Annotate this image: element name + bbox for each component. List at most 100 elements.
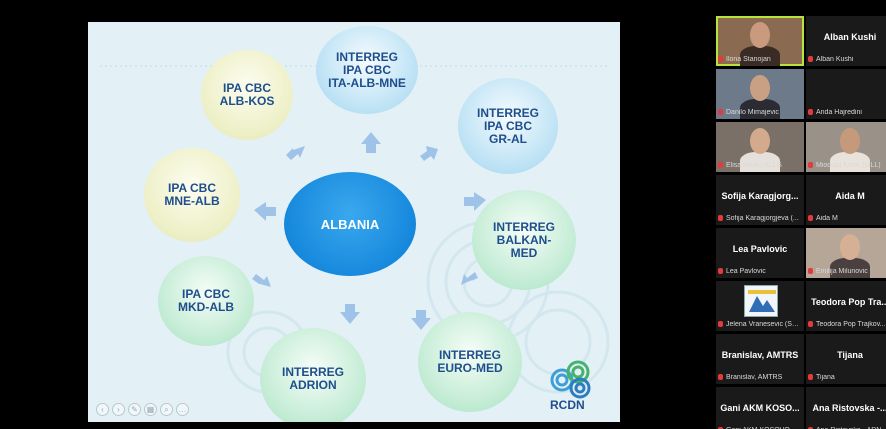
node-line: MKD-ALB (178, 300, 234, 314)
node-ipa-mne-alb: IPA CBC MNE-ALB (144, 148, 240, 242)
participant-face (840, 234, 860, 260)
mic-muted-icon (808, 162, 813, 168)
participant-name: Ana Ristovska -... (812, 403, 886, 413)
participant-name: Sofija Karagjorg... (721, 191, 799, 201)
participant-footer-name: Teodora Pop Trajkov... (816, 321, 886, 328)
arrow-downleft-icon (252, 274, 271, 287)
participant-footer-name: Miodrag Kocic (MLL) (816, 162, 881, 169)
node-line: ALB-KOS (219, 94, 275, 108)
node-line: IPA CBC (182, 287, 230, 301)
rcdn-logo-icon (550, 360, 591, 399)
node-interreg-adrion: INTERREG ADRION (260, 328, 366, 422)
node-ipa-mkd-alb: IPA CBC MKD-ALB (158, 256, 254, 346)
participant-footer: Elisa Nikaj | ALLG (718, 162, 802, 169)
mic-muted-icon (808, 268, 813, 274)
participant-tile[interactable]: Sofija Karagjorg... Sofija Karagjorgjeva … (716, 175, 804, 225)
participant-body (740, 152, 780, 172)
participant-footer: Anda Hajredini (808, 109, 886, 116)
participant-footer: Branislav, AMTRS (718, 374, 802, 381)
arrow-downright-icon (461, 272, 478, 285)
arrow-right-icon (464, 192, 486, 211)
node-line: GR-AL (489, 131, 527, 146)
participant-tile[interactable]: Danilo Mimajevic (716, 69, 804, 119)
participant-tile[interactable]: Teodora Pop Tra... Teodora Pop Trajkov... (806, 281, 886, 331)
participant-tile[interactable]: Emilija Milunovic (806, 228, 886, 278)
node-line: ALBANIA (320, 216, 380, 232)
participant-tile[interactable]: Elisa Nikaj | ALLG (716, 122, 804, 172)
prev-slide-icon[interactable]: ‹ (96, 403, 109, 416)
participant-footer-name: Sofija Karagjorgjeva (... (726, 215, 799, 222)
node-line: INTERREG (335, 49, 398, 64)
participant-footer: Danilo Mimajevic (718, 109, 802, 116)
participant-face (840, 128, 860, 154)
more-icon[interactable]: … (176, 403, 189, 416)
participant-footer: Alban Kushi (808, 56, 886, 63)
node-line: INTERREG (438, 348, 501, 362)
participant-footer-name: Danilo Mimajevic (726, 109, 779, 116)
arrow-upright-icon (420, 146, 438, 161)
participant-footer: Lea Pavlovic (718, 268, 802, 275)
participant-footer-name: Jelena Vranesevic (Sav... (726, 321, 802, 328)
mic-muted-icon (718, 109, 723, 115)
arrow-down2-icon (411, 310, 431, 330)
participant-footer-name: Ilona Stanojan (726, 56, 771, 63)
participant-footer: Tijana (808, 374, 886, 381)
mic-muted-icon (718, 321, 723, 327)
node-interreg-balkan-med: INTERREG BALKAN- MED (472, 190, 576, 290)
mic-muted-icon (808, 215, 813, 221)
participant-logo-icon (744, 285, 778, 317)
node-line: IPA CBC (168, 181, 216, 195)
participant-tile[interactable]: Ilona Stanojan (716, 16, 804, 66)
node-line: MED (510, 245, 538, 260)
zoom-icon[interactable]: ⌕ (160, 403, 173, 416)
participant-name: Teodora Pop Tra... (811, 297, 886, 307)
mic-muted-icon (808, 109, 813, 115)
participant-footer: Miodrag Kocic (MLL) (808, 162, 886, 169)
node-line: INTERREG (476, 105, 539, 120)
participant-tile[interactable]: Ana Ristovska -... Ana Ristovska - ADN (806, 387, 886, 429)
participant-name: Alban Kushi (823, 32, 877, 42)
participant-name: Gani AKM KOSO... (720, 403, 800, 413)
participant-body (830, 152, 870, 172)
participant-name: Aida M (835, 191, 865, 201)
participant-body (740, 46, 780, 66)
node-interreg-euro-med: INTERREG EURO-MED (418, 312, 522, 412)
participant-tile[interactable]: Anda Hajredini (806, 69, 886, 119)
node-line: IPA CBC (484, 118, 532, 133)
node-line: IPA CBC (223, 81, 271, 95)
participant-footer: Ana Ristovska - ADN (808, 427, 886, 429)
node-interreg-gr-al: INTERREG IPA CBC GR-AL (458, 78, 558, 174)
participant-footer: Jelena Vranesevic (Sav... (718, 321, 802, 328)
arrow-down1-icon (340, 304, 360, 324)
arrow-group (252, 132, 486, 330)
participant-body (830, 258, 870, 278)
participant-footer-name: Lea Pavlovic (726, 268, 766, 275)
participant-name: Lea Pavlovic (732, 244, 788, 254)
next-slide-icon[interactable]: › (112, 403, 125, 416)
arrow-left-icon (254, 202, 276, 221)
node-line: BALKAN- (496, 232, 552, 247)
participant-name: Tijana (837, 350, 863, 360)
mic-muted-icon (808, 321, 813, 327)
node-line: ADRION (289, 378, 337, 392)
participant-tile[interactable]: Miodrag Kocic (MLL) (806, 122, 886, 172)
node-albania-center: ALBANIA (284, 172, 416, 276)
node-line: EURO-MED (437, 361, 503, 375)
mic-muted-icon (718, 268, 723, 274)
pen-icon[interactable]: ✎ (128, 403, 141, 416)
participant-footer-name: Anda Hajredini (816, 109, 862, 116)
grid-icon[interactable]: ▦ (144, 403, 157, 416)
node-line: INTERREG (492, 219, 555, 234)
mic-muted-icon (718, 162, 723, 168)
participant-tile[interactable]: Gani AKM KOSO...Gani AKM KOSOVO - ... (716, 387, 804, 429)
participant-tile[interactable]: Jelena Vranesevic (Sav... (716, 281, 804, 331)
participant-footer: Teodora Pop Trajkov... (808, 321, 886, 328)
mic-muted-icon (718, 427, 723, 429)
